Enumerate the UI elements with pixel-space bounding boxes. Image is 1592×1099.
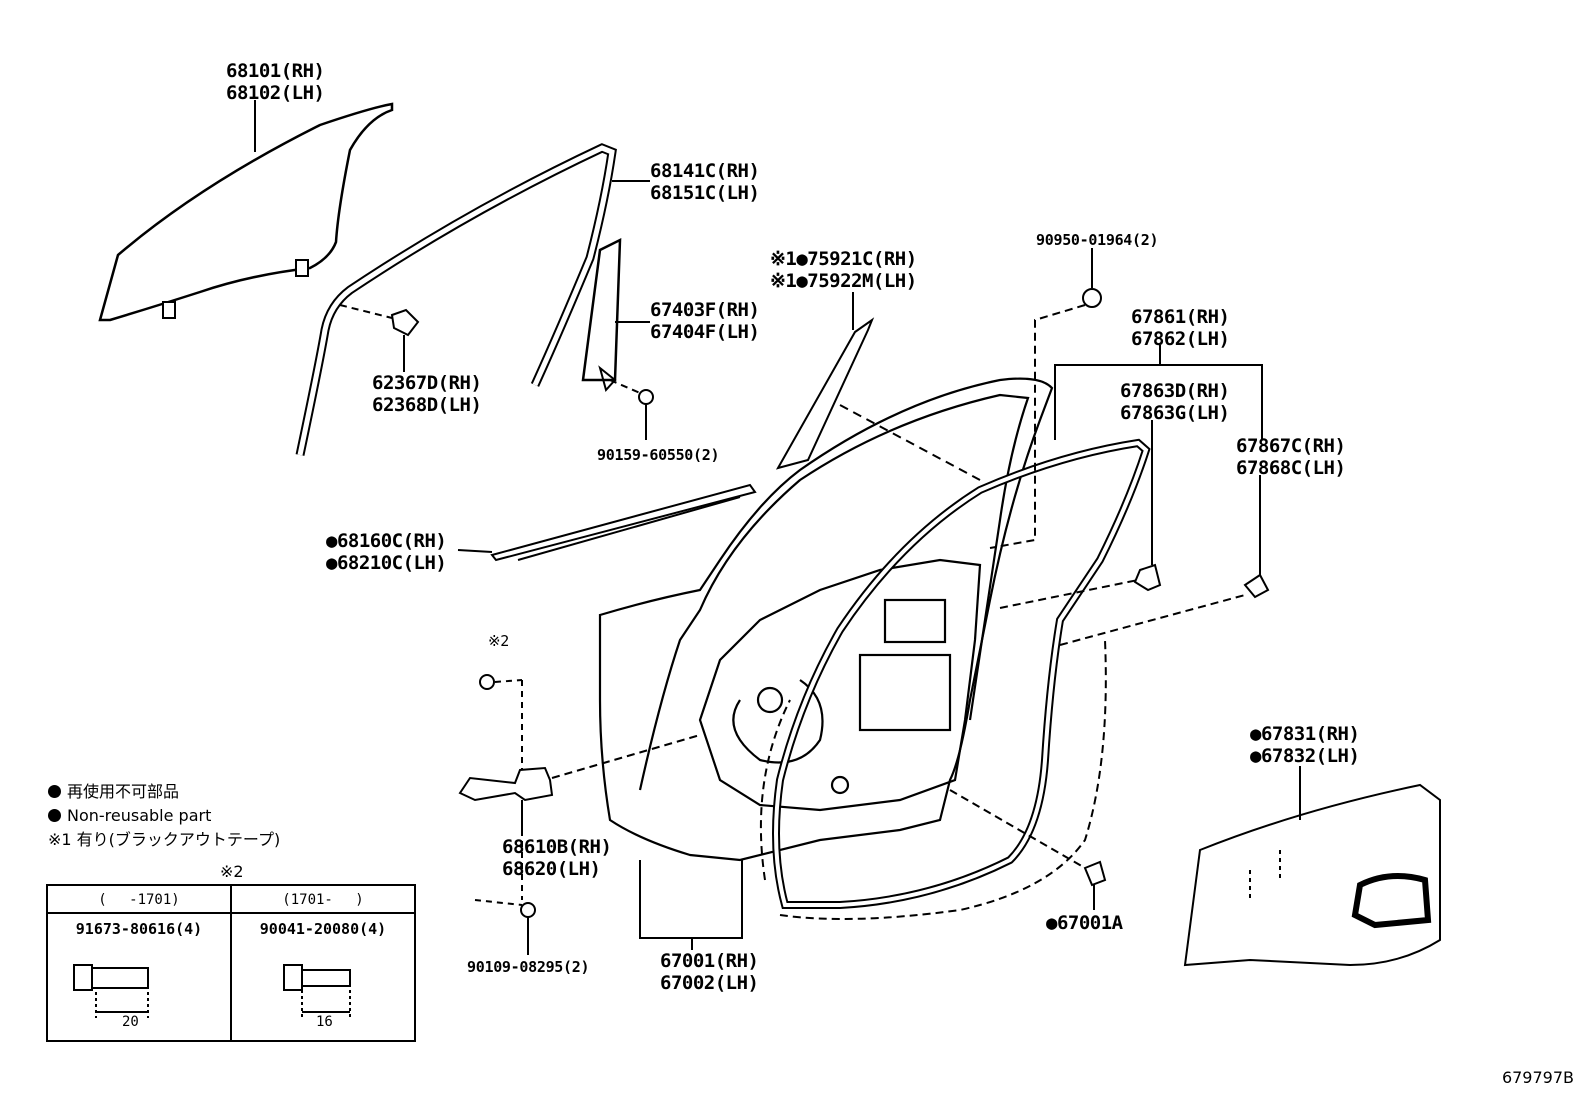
legend-row-jp: 再使用不可部品: [48, 780, 280, 804]
part-number: 67404F(LH): [650, 321, 760, 343]
part-number: 62367D(RH): [372, 372, 482, 394]
window-glass: [98, 102, 394, 322]
clip-67867: [1243, 573, 1270, 599]
spec-col2-part: 90041-20080(4): [230, 912, 416, 944]
label-90109: 90109-08295(2): [467, 958, 590, 976]
illustration-ref-code: 679797B: [1501, 1068, 1574, 1087]
part-number: ●68210C(LH): [326, 552, 447, 574]
part-number: ※1●75921C(RH): [770, 248, 917, 270]
mark-2-label: ※2: [488, 632, 509, 650]
bolt-spec-table: ( -1701) (1701- ) 91673-80616(4) 90041-2…: [46, 884, 416, 1042]
part-number: 68620(LH): [502, 858, 601, 880]
label-67001a: ●67001A: [1046, 912, 1123, 934]
belt-moulding: [490, 483, 757, 562]
part-number: ●67832(LH): [1250, 745, 1360, 767]
legend: 再使用不可部品 Non-reusable part ※1 有り(ブラックアウトテ…: [48, 780, 280, 852]
part-number: 67868C(LH): [1236, 457, 1346, 479]
part-number: 68151C(LH): [650, 182, 760, 204]
label-62367: 62367D(RH) 62368D(LH): [372, 372, 482, 416]
label-90950: 90950-01964(2): [1036, 231, 1159, 249]
door-weatherstrip: [759, 438, 1151, 920]
label-68160: ●68160C(RH) ●68210C(LH): [326, 530, 447, 574]
door-hinge: [458, 674, 554, 802]
part-number: 68102(LH): [226, 82, 325, 104]
part-number: 67403F(RH): [650, 299, 760, 321]
legend-row-note: ※1 有り(ブラックアウトテープ): [48, 828, 280, 852]
plug-90950: [1082, 288, 1102, 308]
division-bar: [581, 237, 622, 393]
dimension-label: 20: [122, 1014, 139, 1030]
bullet-icon: [48, 809, 61, 822]
bolt-90159: [638, 389, 654, 405]
legend-row-en: Non-reusable part: [48, 804, 280, 828]
clip-62367: [390, 308, 420, 337]
part-number: 67867C(RH): [1236, 435, 1346, 457]
legend-text: 再使用不可部品: [67, 782, 180, 801]
part-number: 67862(LH): [1131, 328, 1230, 350]
label-67861: 67861(RH) 67862(LH): [1131, 306, 1230, 350]
glass-run-channel: [295, 143, 617, 456]
label-90159: 90159-60550(2): [597, 446, 720, 464]
spec-table-mark: ※2: [220, 862, 244, 881]
label-67863: 67863D(RH) 67863G(LH): [1120, 380, 1230, 424]
dimension-label: 16: [316, 1014, 333, 1030]
spec-col2-image: 16: [230, 944, 416, 1042]
clip-67863: [1133, 563, 1162, 592]
part-number: 67863D(RH): [1120, 380, 1230, 402]
label-67831: ●67831(RH) ●67832(LH): [1250, 723, 1360, 767]
part-number: 62368D(LH): [372, 394, 482, 416]
part-number: ●68160C(RH): [326, 530, 447, 552]
part-number: 67002(LH): [660, 972, 759, 994]
label-68101: 68101(RH) 68102(LH): [226, 60, 325, 104]
part-number: 68610B(RH): [502, 836, 612, 858]
spec-col1-part: 91673-80616(4): [46, 912, 232, 944]
legend-text: ※1 有り(ブラックアウトテープ): [48, 830, 281, 849]
part-number: 67863G(LH): [1120, 402, 1230, 424]
part-number: 68141C(RH): [650, 160, 760, 182]
label-67867: 67867C(RH) 67868C(LH): [1236, 435, 1346, 479]
plug-67001a: [1083, 860, 1107, 887]
blackout-tape: [775, 317, 875, 470]
part-number: 68101(RH): [226, 60, 325, 82]
service-hole-cover: [1183, 783, 1441, 967]
legend-text: Non-reusable part: [67, 806, 212, 825]
bolt-90109: [520, 902, 536, 918]
bullet-icon: [48, 785, 61, 798]
spec-col1-header: ( -1701): [46, 884, 232, 914]
label-67403: 67403F(RH) 67404F(LH): [650, 299, 760, 343]
spec-col1-image: 20: [46, 944, 232, 1042]
part-number: 67861(RH): [1131, 306, 1230, 328]
part-number: ※1●75922M(LH): [770, 270, 917, 292]
label-67001: 67001(RH) 67002(LH): [660, 950, 759, 994]
spec-col2-header: (1701- ): [230, 884, 416, 914]
part-number: 67001(RH): [660, 950, 759, 972]
label-75921: ※1●75921C(RH) ※1●75922M(LH): [770, 248, 917, 292]
label-68610: 68610B(RH) 68620(LH): [502, 836, 612, 880]
part-number: ●67831(RH): [1250, 723, 1360, 745]
door-panel: [598, 377, 1054, 862]
label-68141: 68141C(RH) 68151C(LH): [650, 160, 760, 204]
